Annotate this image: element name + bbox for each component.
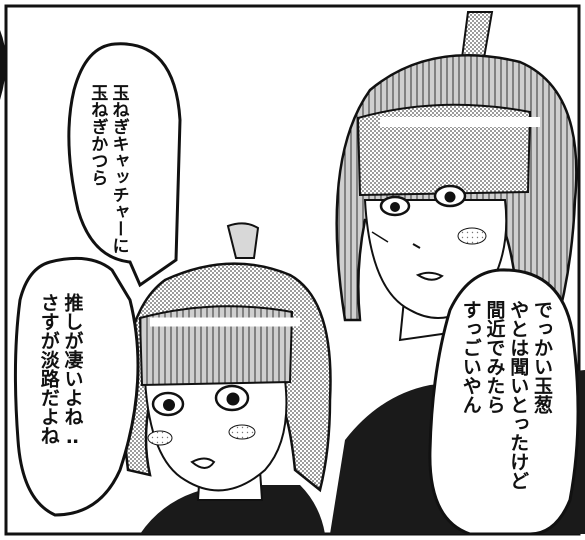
edge-mark [0, 30, 6, 100]
dialogue-bottom-left: 推しが凄いよね‥ さすが淡路だよね [36, 293, 84, 448]
character-left [122, 222, 332, 534]
dialogue-right: でっかい玉葱 やとは聞いとったけど 間近でみたら すっごいやん [458, 300, 553, 490]
speech-bubble-bottom-left [13, 256, 140, 517]
dialogue-line: 玉ねぎキャッチャーに [108, 84, 129, 254]
dialogue-line: でっかい玉葱 [531, 300, 553, 414]
dialogue-line: 間近でみたら [483, 300, 506, 414]
speech-bubble-right [428, 268, 580, 536]
dialogue-line: すっごいやん [459, 300, 482, 414]
dialogue-line: やとは聞いとったけど [507, 300, 530, 490]
speech-bubble-top-left [67, 42, 182, 288]
dialogue-line: 玉ねぎかつら [87, 84, 108, 186]
dialogue-line: 推しが凄いよね‥ [61, 293, 84, 448]
dialogue-line: さすが淡路だよね [37, 293, 60, 445]
dialogue-top-left: 玉ねぎキャッチャーに 玉ねぎかつら [86, 84, 129, 254]
